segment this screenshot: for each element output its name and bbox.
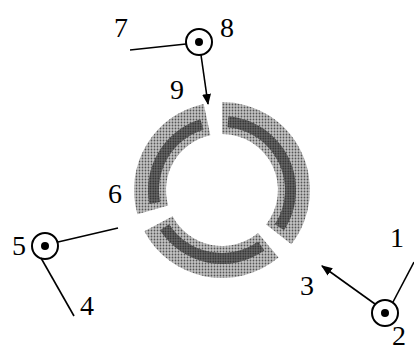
ring-segment (134, 104, 210, 214)
callout-number: 5 (12, 232, 26, 260)
conductor-circle (32, 233, 58, 259)
leader-lines (41, 44, 414, 316)
force-line (41, 258, 74, 316)
callout-number: 8 (220, 14, 234, 42)
conductor-circle (186, 29, 212, 55)
callout-number: 6 (108, 180, 122, 208)
callout-number: 4 (80, 292, 94, 320)
callout-number: 1 (390, 224, 404, 252)
callout-number: 2 (392, 322, 406, 350)
force-arrow (201, 55, 208, 104)
ring-segment-shade (148, 119, 204, 204)
ring-segments (134, 102, 310, 278)
callout-number: 7 (114, 14, 128, 42)
conductor-dots (41, 38, 389, 317)
force-line (130, 44, 186, 50)
force-arrow (322, 266, 375, 304)
ring-segment (222, 102, 310, 244)
callout-number: 9 (170, 76, 184, 104)
current-dot (195, 38, 203, 46)
force-line (393, 262, 414, 302)
force-line (58, 228, 118, 242)
ring-segment-shade (227, 116, 296, 230)
current-dot (381, 309, 389, 317)
ring-segment (144, 216, 278, 278)
callout-number: 3 (300, 272, 314, 300)
conductor-symbols (32, 29, 398, 326)
ring-segment-shade (160, 224, 265, 264)
current-dot (41, 242, 49, 250)
